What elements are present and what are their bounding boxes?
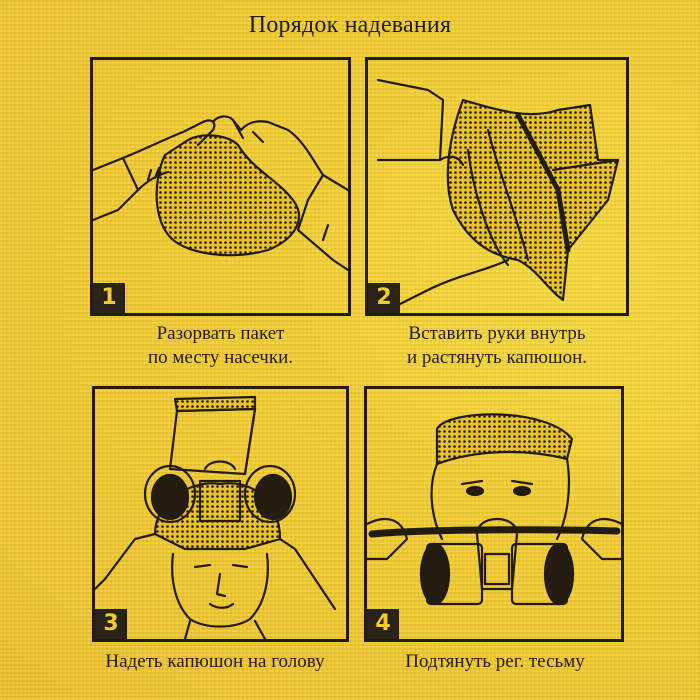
step-number-badge: 1 [93,283,125,313]
caption-line: Подтянуть рег. тесьму [405,651,585,672]
step-number-badge: 2 [368,283,400,313]
step-1-panel: 1 [90,57,351,316]
step-number-badge: 4 [367,609,399,639]
caption-line: Вставить руки внутрь [408,323,586,344]
step-1-caption: Разорвать пакет по месту насечки. [90,322,351,370]
hands-tearing-package-icon [93,115,348,272]
step-2-caption: Вставить руки внутрь и растянуть капюшон… [365,322,629,370]
tightening-strap-icon [367,413,621,606]
caption-line: Надеть капюшон на голову [105,651,325,672]
caption-line: по месту насечки. [147,347,293,368]
step-4-panel: 4 [364,386,624,642]
step-number-badge: 3 [95,609,127,639]
caption-line: Разорвать пакет [156,323,285,344]
step-3-panel: 3 [92,386,349,642]
hands-stretching-hood-icon [376,78,620,312]
putting-hood-on-head-icon [95,395,337,639]
step-2-panel: 2 [365,57,629,316]
page-title: Порядок надевания [248,12,452,38]
caption-line: и растянуть капюшон. [407,347,587,368]
step-4-caption: Подтянуть рег. тесьму [365,650,625,674]
step-3-caption: Надеть капюшон на голову [40,650,390,674]
